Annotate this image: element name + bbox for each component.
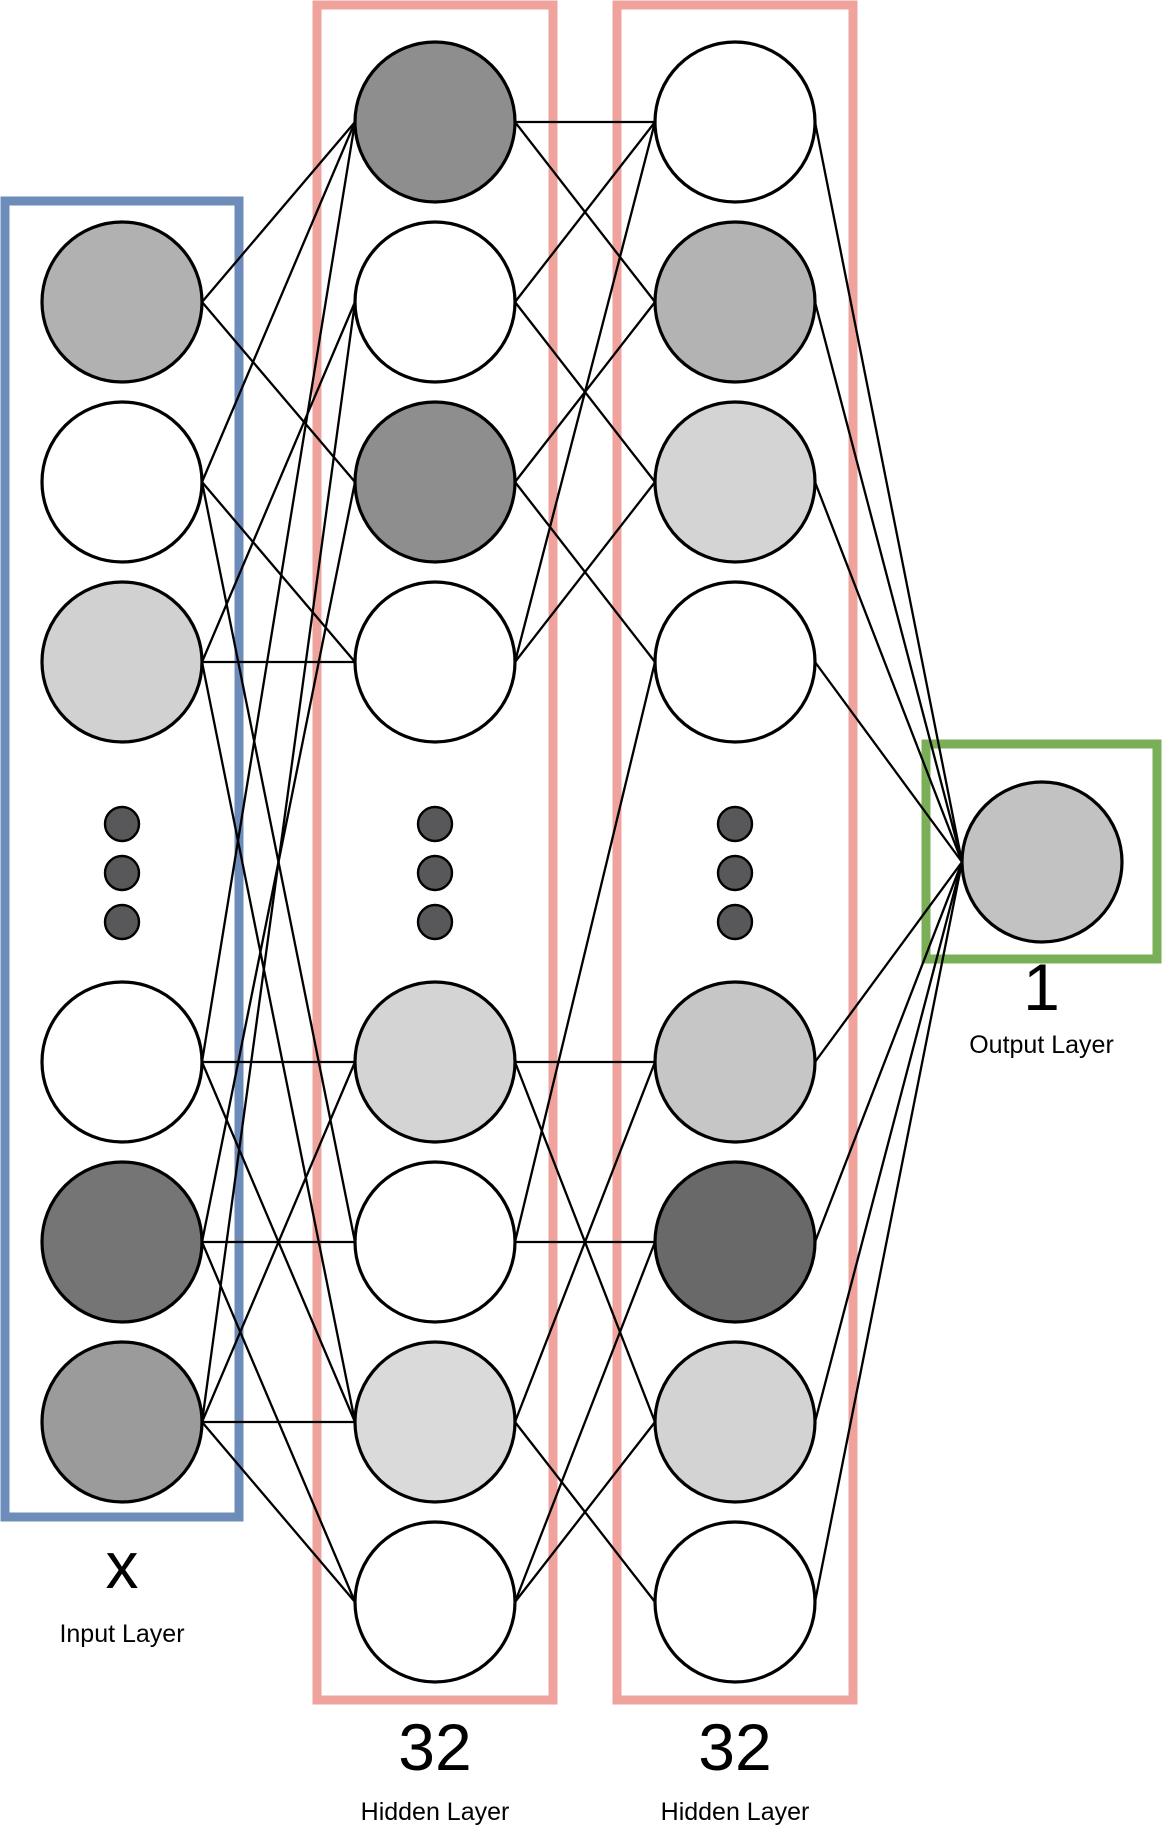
ellipsis-dot-input-0 <box>103 805 141 843</box>
edge-hidden13-hidden22 <box>514 481 656 663</box>
edge-input1-hidden13 <box>201 481 356 663</box>
ellipsis-dot-hidden1-1 <box>416 854 454 892</box>
node-hidden2-7 <box>653 1520 817 1684</box>
edges <box>200 120 964 1603</box>
edge-hidden27-output0 <box>813 861 964 1603</box>
node-hidden1-5 <box>353 1160 517 1324</box>
node-hidden2-5 <box>653 1160 817 1324</box>
ellipsis-dot-hidden2-0 <box>716 805 754 843</box>
edge-input3-hidden10 <box>200 121 357 1063</box>
edge-hidden24-output0 <box>814 861 963 1063</box>
edge-hidden17-hidden26 <box>514 1421 656 1603</box>
node-hidden1-4 <box>353 980 517 1144</box>
edge-hidden11-hidden20 <box>514 121 656 303</box>
ellipsis-dot-input-1 <box>103 854 141 892</box>
edge-input5-hidden17 <box>201 1421 356 1603</box>
layer-sublabel-hidden2: Hidden Layer <box>661 1798 810 1826</box>
node-hidden2-2 <box>653 400 817 564</box>
layer-sublabel-hidden1: Hidden Layer <box>361 1798 510 1826</box>
edge-input0-hidden10 <box>201 121 356 303</box>
edge-hidden13-hidden20 <box>513 121 657 663</box>
edge-hidden17-hidden25 <box>513 1241 657 1603</box>
edge-input2-hidden11 <box>200 301 357 663</box>
node-input-2 <box>40 580 204 744</box>
edge-input5-hidden14 <box>200 1061 357 1423</box>
edge-hidden25-output0 <box>813 861 964 1243</box>
edge-hidden22-output0 <box>813 481 964 863</box>
node-hidden1-0 <box>353 40 517 204</box>
edge-hidden16-hidden24 <box>513 1061 657 1423</box>
layer-sublabel-output: Output Layer <box>969 1031 1114 1059</box>
ellipsis-dot-hidden2-2 <box>716 903 754 941</box>
edge-input5-hidden11 <box>200 301 357 1423</box>
node-input-0 <box>40 220 204 384</box>
node-hidden1-7 <box>353 1520 517 1684</box>
edge-hidden26-output0 <box>813 861 964 1423</box>
layer-box-input <box>0 196 244 1522</box>
edge-hidden23-output0 <box>814 661 963 863</box>
edge-input2-hidden16 <box>200 661 357 1423</box>
layer-box-hidden1 <box>312 0 558 1705</box>
node-input-4 <box>40 1160 204 1324</box>
node-hidden2-0 <box>653 40 817 204</box>
node-hidden1-2 <box>353 400 517 564</box>
edge-hidden20-output0 <box>813 121 964 863</box>
node-hidden1-3 <box>353 580 517 744</box>
layer-label-hidden2: 32 <box>698 1710 771 1784</box>
layer-label-input: x <box>106 1528 139 1602</box>
edge-input1-hidden10 <box>200 121 357 483</box>
node-hidden2-1 <box>653 220 817 384</box>
node-hidden2-6 <box>653 1340 817 1504</box>
ellipsis-dot-hidden1-0 <box>416 805 454 843</box>
layer-label-hidden1: 32 <box>398 1710 471 1784</box>
ellipsis-dot-input-2 <box>103 903 141 941</box>
ellipsis-dot-hidden1-2 <box>416 903 454 941</box>
node-hidden2-4 <box>653 980 817 1144</box>
edge-hidden15-hidden23 <box>513 661 657 1243</box>
node-hidden1-1 <box>353 220 517 384</box>
edge-input0-hidden12 <box>201 301 356 483</box>
layer-label-output: 1 <box>1023 950 1060 1024</box>
node-input-3 <box>40 980 204 1144</box>
node-input-5 <box>40 1340 204 1504</box>
layer-sublabel-input: Input Layer <box>59 1620 184 1648</box>
ellipsis-dot-hidden2-1 <box>716 854 754 892</box>
node-hidden2-3 <box>653 580 817 744</box>
node-input-1 <box>40 400 204 564</box>
node-output-0 <box>960 780 1124 944</box>
layer-box-output <box>921 739 1162 964</box>
edge-hidden21-output0 <box>813 301 964 863</box>
layer-box-hidden2 <box>612 0 858 1705</box>
node-hidden1-6 <box>353 1340 517 1504</box>
